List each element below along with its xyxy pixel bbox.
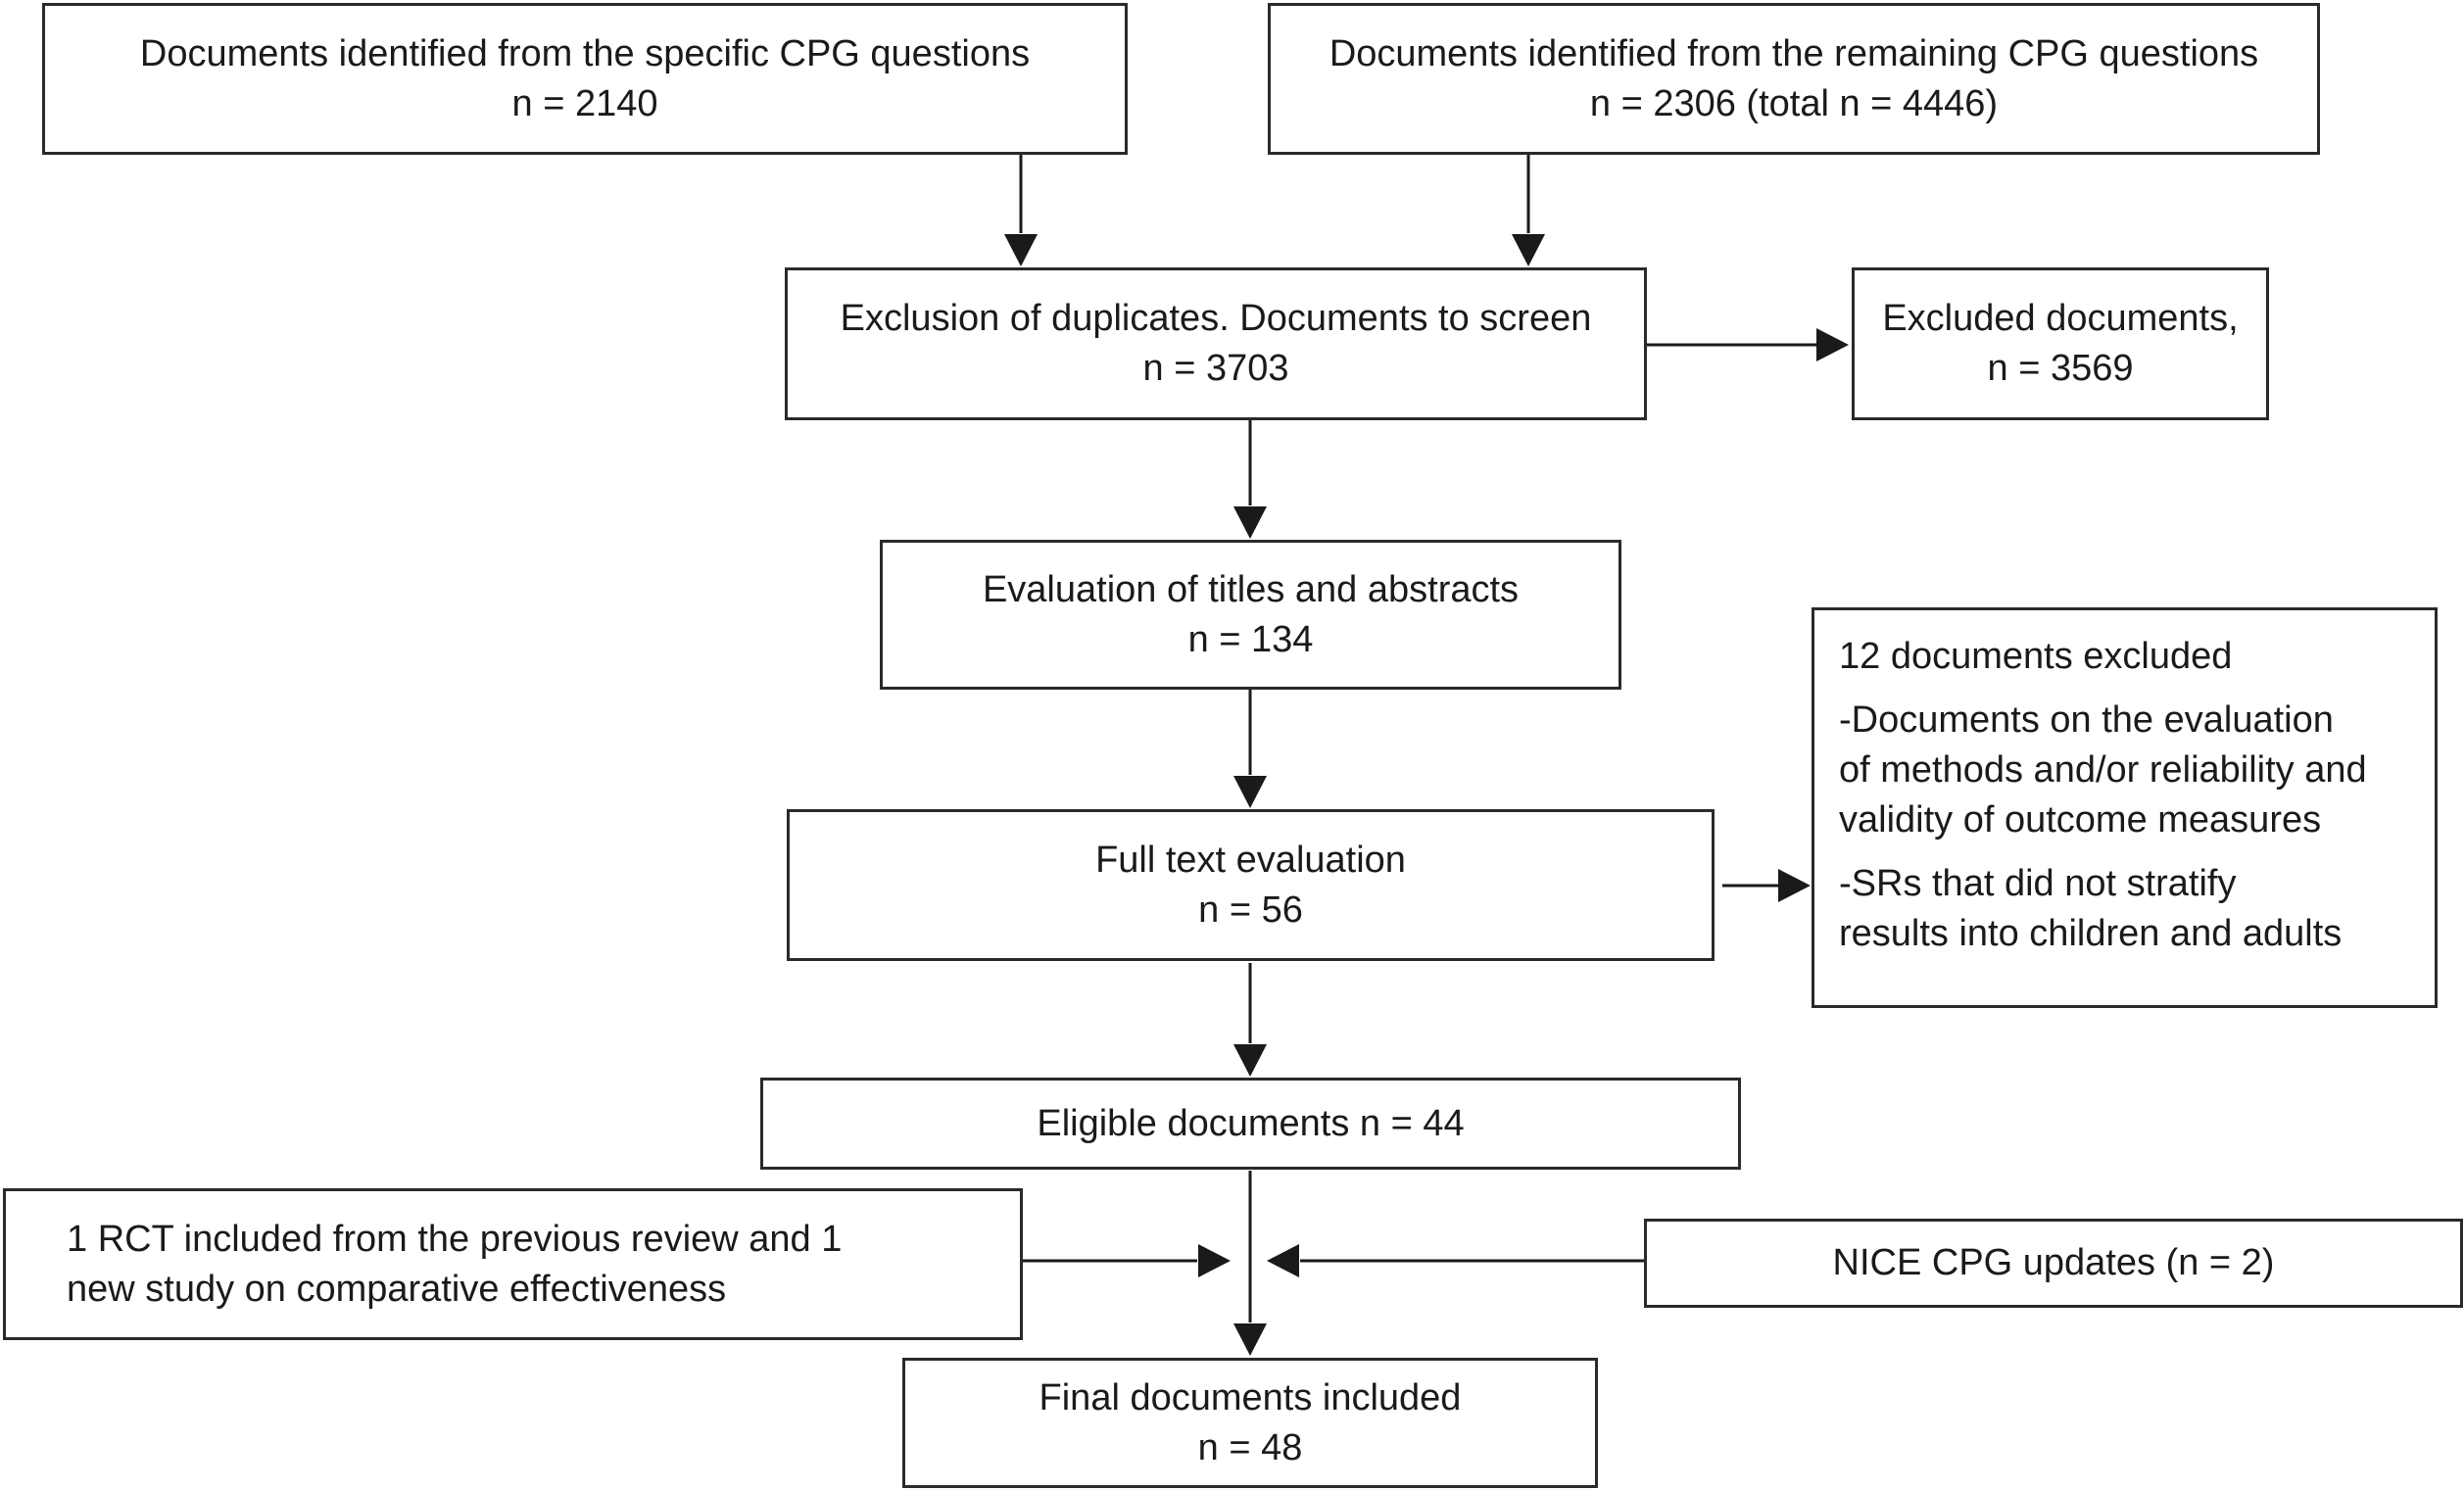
- excluded12-heading: 12 documents excluded: [1839, 636, 2233, 677]
- arrowhead-remaining: [1512, 234, 1545, 266]
- box-final-line2: n = 48: [1197, 1426, 1303, 1468]
- excluded12-reason2-line1: -SRs that did not stratify: [1839, 863, 2237, 904]
- box-fulltext-line2: n = 56: [1198, 889, 1303, 931]
- box-remaining-questions: Documents identified from the remaining …: [1268, 3, 2320, 155]
- box-eligible-documents: Eligible documents n = 44: [760, 1078, 1741, 1170]
- arrowhead-final: [1233, 1323, 1267, 1356]
- excluded12-reason2-line2: results into children and adults: [1839, 913, 2343, 954]
- arrowhead-eligible: [1233, 1044, 1267, 1077]
- box-full-text-evaluation: Full text evaluation n = 56: [787, 809, 1715, 961]
- box-duplicates-line1: Exclusion of duplicates. Documents to sc…: [840, 298, 1592, 339]
- box-excluded-documents: Excluded documents, n = 3569: [1852, 267, 2269, 420]
- arrowhead-titles: [1233, 506, 1267, 539]
- arrowhead-fulltext: [1233, 776, 1267, 808]
- arrowhead-specific: [1004, 234, 1038, 266]
- excluded12-reason1-line1: -Documents on the evaluation: [1839, 699, 2334, 741]
- box-rct-line1: 1 RCT included from the previous review …: [67, 1218, 843, 1260]
- box-remaining-line2: n = 2306 (total n = 4446): [1589, 82, 1999, 124]
- box-fulltext-line1: Full text evaluation: [1095, 839, 1406, 881]
- excluded12-reason1-line3: validity of outcome measures: [1839, 799, 2322, 841]
- box-excluded-line1: Excluded documents,: [1882, 298, 2239, 339]
- box-remaining-line1: Documents identified from the remaining …: [1329, 32, 2259, 74]
- box-nice-updates: NICE CPG updates (n = 2): [1644, 1219, 2463, 1308]
- arrowhead-excluded12: [1778, 869, 1811, 902]
- box-final-line1: Final documents included: [1039, 1376, 1462, 1418]
- box-duplicates-line2: n = 3703: [1142, 348, 1289, 389]
- box-nice-line1: NICE CPG updates (n = 2): [1832, 1242, 2275, 1283]
- arrowhead-nice: [1267, 1244, 1299, 1277]
- box-eligible-line1: Eligible documents n = 44: [1037, 1102, 1465, 1144]
- box-rct-line2: new study on comparative effectiveness: [67, 1268, 727, 1310]
- box-specific-line1: Documents identified from the specific C…: [139, 32, 1031, 74]
- box-final-documents: Final documents included n = 48: [902, 1358, 1598, 1488]
- excluded12-reason1-line2: of methods and/or reliability and: [1839, 749, 2367, 791]
- box-titles-abstracts: Evaluation of titles and abstracts n = 1…: [880, 540, 1621, 690]
- box-exclusion-duplicates: Exclusion of duplicates. Documents to sc…: [785, 267, 1647, 420]
- box-rct-new-study: 1 RCT included from the previous review …: [3, 1188, 1023, 1340]
- box-titles-line1: Evaluation of titles and abstracts: [982, 568, 1520, 610]
- box-titles-line2: n = 134: [1187, 618, 1314, 660]
- arrowhead-excluded: [1816, 328, 1849, 361]
- box-excluded-line2: n = 3569: [1987, 348, 2134, 389]
- box-specific-questions: Documents identified from the specific C…: [42, 3, 1128, 155]
- box-specific-line2: n = 2140: [511, 82, 658, 124]
- arrowhead-rct: [1198, 1244, 1231, 1277]
- box-12-excluded: 12 documents excluded -Documents on the …: [1812, 607, 2438, 1008]
